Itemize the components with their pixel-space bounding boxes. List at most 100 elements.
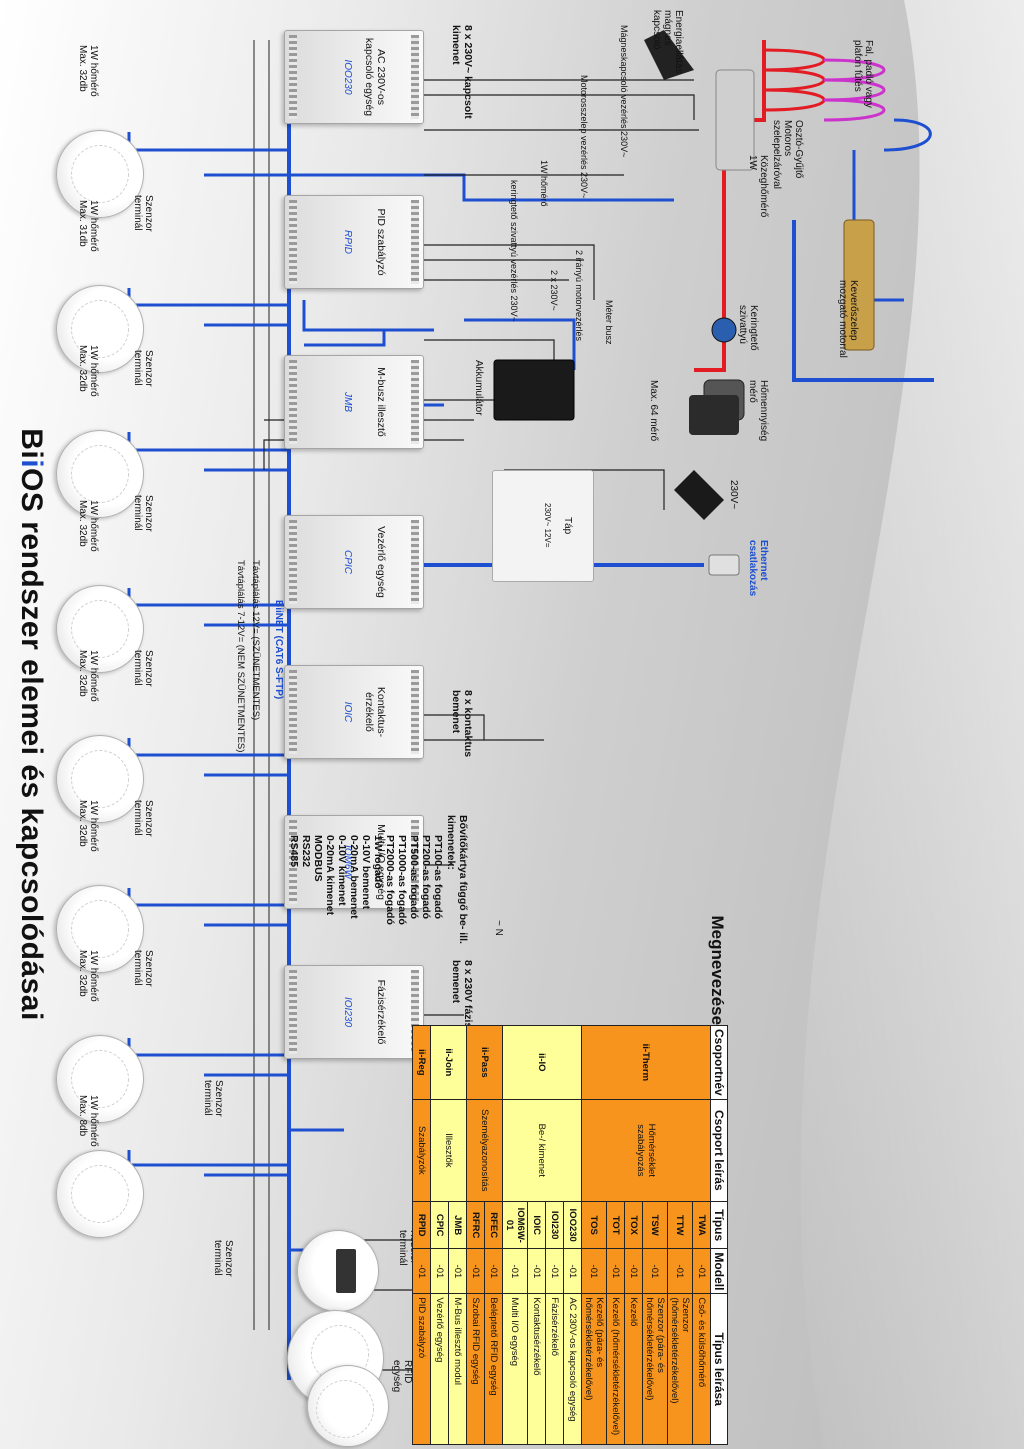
legend-type: RPID [412,1201,431,1249]
legend-group-desc: Szabályzók [412,1099,431,1202]
legend-header: Csoport leírás [710,1099,728,1202]
neutral-label-1: ~ N [493,920,504,936]
contact-input-label: 8 x kontaktus bemenet [450,690,474,758]
1w-sensor-label: 1W hőmérő [539,160,549,207]
legend-group-desc: Illesztők [430,1099,467,1202]
floor-heating-loop [763,48,932,152]
sensor-term-label: Szenzor terminál [202,1080,224,1117]
legend-model: -01 [667,1248,693,1294]
magnet-switch-control-label: Mágneskapcsoló vezérlés 230V~ [619,25,629,158]
legend-type: IOI230 [545,1201,564,1249]
sensor-term-label: Szenzor terminál [132,495,154,532]
legend-header: Típus leírása [710,1293,728,1445]
bus-power-12v: Távtáplálás 12V= (SZÜNETMENTES) [250,560,261,721]
magnet-switch-shape [644,30,694,80]
battery-label: Akkumulátor [473,360,484,416]
legend-model: -01 [466,1248,485,1294]
1w-medium-line [289,173,674,202]
legend-model: -01 [448,1248,467,1294]
legend-desc: Szenzor (hőmérsékletérzékelővel) [667,1293,693,1445]
pump-shape [711,317,737,343]
legend-type: JMB [448,1201,467,1249]
sensor-drops [127,132,289,1177]
operator-terminal [297,1230,379,1312]
legend-desc: Kezelő (hőmérsékletérzékelővel) [606,1293,625,1445]
legend-model: -01 [563,1248,582,1294]
sensor-term-label: Szenzor terminál [132,800,154,837]
heat-meter-shape [689,395,739,435]
motor-control-label: 2 irányú motorvezérlés [574,250,584,342]
sensor-terminal [56,1150,144,1238]
legend-header: Típus [710,1201,728,1249]
legend-type: TOX [624,1201,643,1249]
heating-label: Fal, padló vagy plafon fűtés [852,40,874,108]
door-lock-shape [433,1379,545,1411]
ethernet-label: Ethernet csatlakozás [747,540,769,597]
legend-table: Csoportnév Csoport leírás Típus Modell T… [412,1025,728,1445]
meter-max-label: Max. 64 mérő [648,380,659,442]
legend-row: ii-Pass Személyazonosítás RFEC -01 Belép… [466,1025,503,1445]
legend-desc: Szenzor (pára- és hőmérsékletérzékelővel… [642,1293,668,1445]
legend-type: IOO230 [563,1201,582,1249]
meter-bus-label: Méter busz [604,300,614,345]
legend-row: ii-IO Be-/ kimenet IOO230 -01 AC 230V-os… [502,1025,582,1445]
legend-desc: M-Bus illesztő modul [448,1293,467,1445]
expansion-io-heading: Bővítőkártya függő be- ill. kimenetek: [445,815,469,944]
legend-desc: Multi I/O egység [502,1293,528,1445]
return-pipe [792,220,934,382]
medium-temp-label: Közeghőmérő 1W [747,155,769,218]
legend-group: ii-Therm [581,1025,711,1100]
bus-biinet-label: BiiNET (CAT6 S-FTP) [273,600,284,700]
legend-type: IOIC [527,1201,546,1249]
sensor-term-label: Szenzor terminál [212,1240,234,1277]
legend-type: TOT [606,1201,625,1249]
sensor-terminal [56,885,144,973]
legend-model: -01 [545,1248,564,1294]
manifold-label: Osztó-Gyűjtő Motoros szelepelzáróval [771,120,804,189]
legend-group: ii-Reg [412,1025,431,1100]
mains-label: 230V~ [728,480,739,510]
legend-type: RFEC [484,1201,503,1249]
legend-model: -01 [527,1248,546,1294]
legend-desc: Kezelő [624,1293,643,1445]
legend-desc: AC 230V-os kapcsoló egység [563,1293,582,1445]
legend-type: TSW [642,1201,668,1249]
legend-desc: Beléptető RFID egység [484,1293,503,1445]
legend-header-row: Csoportnév Csoport leírás Típus Modell T… [710,1025,728,1445]
legend-model: -01 [692,1248,711,1294]
output-label: 8 x 230V~ kapcsolt kimenet [450,25,474,119]
pump-control-label: keringtető szivattyú vezérlés 230V~ [509,180,519,322]
power-supply-box: Táp 230V~ 12V= [492,470,594,582]
legend-header: Modell [710,1248,728,1294]
legend-row: ii-Reg Szabályzók RPID -01 PID szabályzó [412,1025,431,1445]
legend-row: ii-Therm Hőmérséklet szabályozás TWA -01… [581,1025,711,1445]
ethernet-plug-shape [708,554,740,576]
sensor-terminal [56,735,144,823]
legend-desc: PID szabályzó [412,1293,431,1445]
sensor-terminal [56,130,144,218]
mixing-valve-label: Keverőszelep mozgató motorral [837,280,859,358]
battery-shape [493,359,575,421]
heat-meter-label: Hőmennyiség mérő [747,380,769,442]
legend-desc: Cső- és külsőhőmérő [692,1293,711,1445]
legend-group: ii-Join [430,1025,467,1100]
mixing-valve-shape [843,219,875,351]
legend-model: -01 [581,1248,607,1294]
sensor-term-label: Szenzor terminál [132,950,154,987]
sensor-terminal [56,430,144,518]
legend-type: RFRC [466,1201,485,1249]
sensor-terminal [56,1035,144,1123]
